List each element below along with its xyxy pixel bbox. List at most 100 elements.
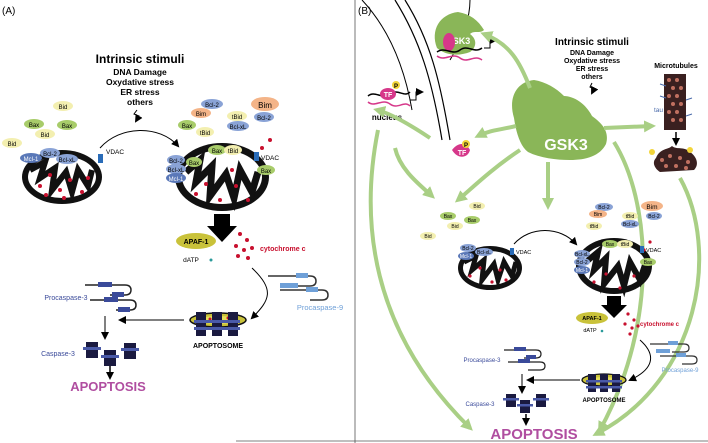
cluster-label: Bcl-xL [230,125,247,131]
bax-label: Bax [606,242,615,248]
gsk3-label: GSK3 [544,137,588,154]
cluster-label: Bcl-2 [648,214,660,220]
stimulus-others: others [127,97,153,107]
bcl-xl-label: Bcl-xL [477,250,491,256]
stimuli-title: Intrinsic stimuli [555,37,629,48]
apaf-1-label: APAF-1 [184,239,209,246]
phospho-label: P [394,84,398,90]
nucleus-envelope [404,0,451,141]
panel-b-free-proteins: Bid Bax Bax Bid Bid [420,202,485,240]
panel-a-label: (A) [2,6,15,17]
procaspase-9-label: Procaspase-9 [297,303,343,312]
stimulus-dna-damage: DNA Damage [113,67,167,77]
vdac-label: VDAC [106,149,124,156]
apoptosome-b [581,373,627,392]
cluster-label: Bim [258,101,272,110]
mitochondrion-intact-b: Bcl-2 Bcl-xL Mcl-1 VDAC [458,244,531,290]
microtubules-label: Microtubules [654,63,698,70]
cluster-label: Bcl-xL [623,222,637,228]
apoptosome-label: APOPTOSOME [193,343,243,350]
cluster-label: Bax [182,124,192,130]
stimuli-title: Intrinsic stimuli [96,52,185,66]
mcl-1-label: Mcl-1 [169,177,184,183]
apoptosome [189,312,247,336]
bcl-2-label: Bcl-2 [462,246,474,252]
mitochondrion-intact: Mcl-1 Bcl-2 Bcl-xL VDAC [20,148,124,204]
bax-protein [57,120,77,130]
caspase-3-b [503,394,549,413]
tbid-label: tBid [621,242,630,248]
bax-label: Bax [261,169,271,175]
cytochrome-c-dots [234,232,254,260]
bcl-xl-label: Bcl-xL [59,158,76,164]
stimulus-er-stress: ER stress [576,66,608,73]
nucleus-envelope [394,0,443,141]
procaspase-9-b [650,341,698,365]
bid-protein [35,129,55,139]
cluster-label: tBid [626,214,635,220]
vdac-label: VDAC [646,248,661,254]
bax-label: Bax [29,123,39,129]
stimulus-oxidative-stress: Oxydative stress [564,58,620,65]
cluster-label: tBid [232,115,242,121]
bax-label: Bax [444,214,453,220]
cytc-to-apoptosome-arrow [250,267,268,320]
cluster-label: Bcl-2 [205,103,219,109]
cluster-label: tBid [200,131,210,137]
datp-label: dATP [183,257,199,264]
bid-protein [2,138,22,148]
vdac-label: VDAC [261,155,279,162]
bcl-xl-protein [56,154,78,164]
apoptosis-label: APOPTOSIS [490,426,577,443]
panel-b-bcl2-cluster: Bcl-2 Bim Bim tBid tBid Bcl-2 Bcl-xL [586,201,663,230]
bid-protein [53,101,73,111]
bax-protein [24,119,44,129]
tau-label: tau [654,107,663,114]
procaspase-3-label: Procaspase-3 [463,358,501,364]
nucleus-label: nucleus [372,113,403,122]
bax-label: Bax [189,161,199,167]
bax-label: Bax [62,124,72,130]
procaspase-9 [268,273,329,301]
cluster-label: tBid [590,224,599,230]
bcl-xl-label: Bcl-xL [168,168,185,174]
panel-b-label: (B) [358,6,371,17]
gsk3-nuclear: GSK3 [434,12,484,55]
bcl-2-label: Bcl-2 [169,159,183,165]
cluster-label: Bim [594,212,603,218]
apaf-1-protein [176,233,216,249]
caspase-3-label: Caspase-3 [41,351,75,358]
bid-label: Bid [41,133,50,139]
cytochrome-c-label: cytochrome c [260,246,306,253]
bid-label: Bid [8,142,17,148]
translocation-arrow [99,130,180,149]
panel-a-stimuli: Intrinsic stimuli DNA Damage Oxydative s… [96,52,185,123]
tf-label: TF [384,92,393,99]
panel-a-free-proteins: Bid Bax Bid Bax Bid [2,101,77,148]
procaspase-3 [85,282,137,312]
release-arrow [207,214,237,242]
vdac-channel [98,154,103,163]
cluster-label: Bcl-2 [598,205,610,211]
panel-a: (A) Intrinsic stimuli DNA Damage Oxydati… [2,6,343,394]
stimulus-er-stress: ER stress [120,87,159,97]
bid-label: Bid [451,224,458,230]
mcl-1-protein [20,153,42,163]
stimulus-oxidative-stress: Oxydative stress [106,77,174,87]
tf-label: TF [458,150,467,157]
stimulus-dna-damage: DNA Damage [570,50,614,57]
phospho-label: P [464,143,468,149]
procaspase-3-label: Procaspase-3 [44,295,87,302]
apoptosome-label: APOPTOSOME [583,398,626,404]
bcl-xl-label: Bcl-xL [575,252,589,258]
mcl-1-label: Mcl-1 [576,268,588,274]
caspase-3 [83,342,139,366]
bcl-2-protein [40,148,60,158]
mitochondrion-permeabilized: Bax tBid Bcl-2 Bcl-xL Mcl-1 Bax Bax VDAC [166,138,279,212]
bax-label: Bax [644,260,653,266]
stimuli-signal-arrow [133,109,143,123]
procaspase-3-b [504,347,546,371]
gsk3-label: GSK3 [446,36,471,46]
mcl-1-label: Mcl-1 [24,157,39,163]
